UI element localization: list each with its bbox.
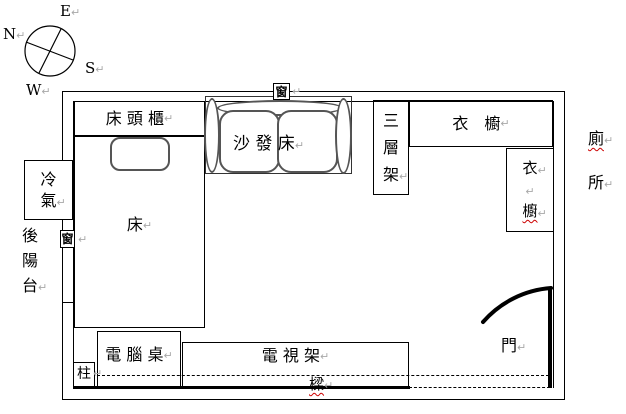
- balcony-text-1: 後: [21, 226, 38, 245]
- sofa-bed-text: 沙 發 床: [233, 134, 295, 154]
- return-mark: ↵: [56, 195, 66, 209]
- beam-label: 樑↵: [309, 377, 333, 392]
- pillow: [110, 137, 170, 171]
- return-mark: ↵: [537, 164, 547, 177]
- balcony-text-3: 台: [21, 276, 38, 295]
- sofa-bed-label: 沙 發 床↵: [233, 136, 304, 153]
- compass-west-text: W: [26, 81, 42, 99]
- wardrobe-side-char-1: 衣↵: [522, 159, 546, 177]
- aircon-text-2: 氣: [40, 190, 57, 210]
- toilet-char-1: 廁↵: [587, 129, 613, 148]
- return-mark: ↵: [16, 29, 26, 42]
- toilet-char-2: 所↵: [587, 173, 613, 192]
- beam-text: 樑: [309, 375, 325, 393]
- door-label: 門↵: [501, 338, 526, 354]
- pillar-box: 柱 ↵: [73, 362, 102, 388]
- return-mark: ↵: [324, 379, 334, 392]
- return-mark: ↵: [70, 6, 81, 19]
- headboard-cabinet-label: 床 頭 櫃: [105, 108, 164, 128]
- sofa-cushion-right: [277, 110, 338, 173]
- return-mark: ↵: [517, 341, 527, 354]
- return-mark: ↵: [294, 139, 305, 152]
- aircon-char-2: 氣↵: [40, 190, 65, 210]
- return-mark: ↵: [163, 112, 174, 125]
- beam-line: [97, 375, 549, 376]
- computer-desk-box: 電 腦 桌↵: [97, 331, 181, 388]
- balcony-text-2: 陽: [21, 251, 38, 270]
- toilet-text-1: 廁: [587, 129, 604, 148]
- wardrobe-side-text-1: 衣: [522, 159, 538, 177]
- wardrobe-side-box: 衣↵ ↵ 櫥↵: [506, 148, 554, 232]
- door-leaf: [548, 288, 552, 388]
- computer-desk-label: 電 腦 桌: [105, 345, 164, 364]
- balcony-char-1: 後: [22, 228, 38, 244]
- door-text: 門: [501, 336, 518, 355]
- wardrobe-side-char-2: 櫥↵: [522, 202, 546, 220]
- headboard-cabinet-box: 床 頭 櫃↵: [74, 101, 205, 136]
- tv-stand-box: 電 視 架↵: [182, 342, 409, 388]
- wardrobe-side-return-row: ↵: [525, 182, 534, 198]
- return-mark: ↵: [142, 218, 153, 232]
- shelf-char-1: 三: [382, 110, 399, 130]
- return-mark: ↵: [95, 63, 105, 76]
- aircon-char-1: 冷: [40, 169, 57, 189]
- shelf-char-2: 層: [382, 137, 399, 157]
- tv-stand-label: 電 視 架: [261, 346, 320, 365]
- bottom-wall-dashed-segment: [409, 387, 550, 388]
- balcony-char-3: 台↵: [21, 276, 47, 295]
- return-mark: ↵: [604, 178, 614, 191]
- window-top: 窗: [273, 83, 290, 100]
- compass-label-west: W↵: [26, 83, 51, 98]
- return-mark: ↵: [41, 85, 51, 98]
- compass-rose: [24, 25, 76, 77]
- balcony-label: 後 陽 台↵: [19, 228, 47, 295]
- toilet-label: 廁↵ 所↵: [585, 129, 613, 192]
- return-mark: ↵: [93, 367, 103, 380]
- pillar-label: 柱: [77, 366, 91, 382]
- toilet-text-2: 所: [587, 173, 604, 192]
- return-mark: ↵: [525, 185, 535, 198]
- shelf-text-2: 層: [382, 137, 399, 157]
- shelf-box: 三 層 架↵: [373, 100, 409, 195]
- return-mark: ↵: [292, 85, 302, 98]
- wardrobe-side-text-2: 櫥: [522, 202, 538, 220]
- return-mark: ↵: [604, 134, 614, 147]
- compass-label-north: N↵: [3, 27, 25, 42]
- wardrobe-top-label: 衣 櫥: [452, 113, 501, 133]
- balcony-char-2: 陽: [22, 253, 38, 269]
- window-left: 窗: [60, 230, 75, 248]
- shelf-text-1: 三: [382, 110, 399, 130]
- compass-east-text: E: [60, 2, 71, 20]
- compass-north-text: N: [3, 25, 17, 43]
- window-left-text: 窗: [61, 232, 74, 246]
- compass-south-text: S: [85, 59, 96, 77]
- sofa-armrest-left: [204, 98, 220, 173]
- return-mark: ↵: [500, 117, 510, 130]
- wardrobe-top-box: 衣 櫥↵: [409, 100, 553, 147]
- return-mark: ↵: [78, 233, 88, 246]
- sofa-armrest-right: [335, 98, 352, 174]
- return-mark: ↵: [319, 349, 330, 363]
- return-mark: ↵: [399, 169, 409, 183]
- aircon-text-1: 冷: [40, 169, 57, 189]
- shelf-text-3: 架: [382, 164, 399, 184]
- bed-label: 床: [126, 215, 143, 234]
- return-mark: ↵: [38, 281, 48, 294]
- left-wall-tick: [62, 302, 74, 303]
- aircon-box: 冷 氣↵: [24, 160, 73, 220]
- return-mark: ↵: [163, 348, 173, 362]
- window-top-text: 窗: [275, 84, 288, 99]
- shelf-char-3: 架↵: [382, 164, 408, 184]
- compass-label-south: S↵: [85, 61, 105, 76]
- compass-label-east: E↵: [60, 4, 80, 19]
- return-mark: ↵: [537, 207, 547, 220]
